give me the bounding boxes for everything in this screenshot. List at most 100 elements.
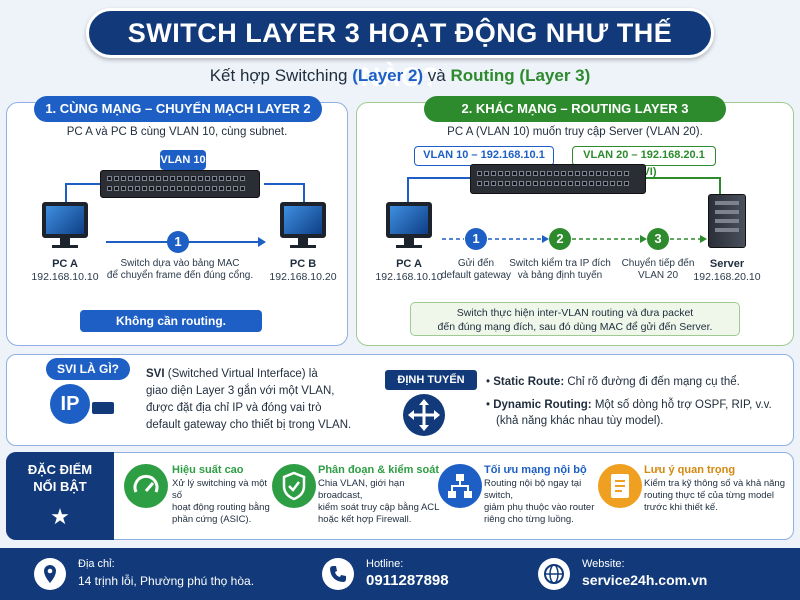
pc-a-ip: 192.168.10.10 [31, 271, 99, 283]
server-icon [708, 194, 746, 248]
subtitle-routing: Routing (Layer 3) [450, 66, 591, 85]
static-route-label: Static Route: [493, 376, 565, 388]
feature-4-desc-line-1: Kiểm tra kỹ thông số và khả năng [644, 478, 785, 489]
left-description: PC A và PC B cùng VLAN 10, cùng subnet. [66, 126, 288, 138]
feature-3-desc-line-3: riêng cho từng luồng. [484, 514, 574, 525]
pc-b-monitor-icon [280, 202, 326, 238]
summary-line-1: Switch thực hiện inter-VLAN routing và đ… [456, 307, 694, 319]
arrow-head-3 [700, 235, 707, 243]
feature-3-title: Tối ưu mạng nội bộ [484, 464, 587, 476]
static-route-text: Chỉ rõ đường đi đến mạng cụ thể. [564, 376, 740, 388]
hotline-label: Hotline: [366, 558, 404, 570]
shield-check-icon [272, 464, 316, 508]
left-step-line-1: Switch dựa vào bảng MAC [120, 258, 240, 269]
dynamic-routing-label: Dynamic Routing: [493, 399, 592, 411]
page-title: SWITCH LAYER 3 HOẠT ĐỘNG NHƯ THẾ NÀO? [86, 8, 714, 92]
feature-1-desc: Xử lý switching và một số hoạt động rout… [172, 478, 276, 526]
feature-1-desc-line-3: phần cứng (ASIC). [172, 514, 252, 525]
step-3-line-2: VLAN 20 [637, 270, 679, 281]
panel-heading-same-network: 1. CÙNG MẠNG – CHUYỂN MẠCH LAYER 2 [34, 96, 322, 122]
step-2-line-2: và bảng định tuyến [517, 270, 603, 281]
website-link[interactable]: service24h.com.vn [582, 572, 708, 588]
pc-a-right-ip: 192.168.10.10 [375, 271, 443, 283]
step-2-line-1: Switch kiểm tra IP đích [509, 258, 611, 269]
right-description: PC A (VLAN 10) muốn truy cập Server (VLA… [447, 126, 703, 138]
address-value: 14 trịnh lỗi, Phường phú thọ hòa. [78, 574, 255, 588]
subtitle-layer2: (Layer 2) [352, 66, 424, 85]
svi-desc-line-3: được đặt địa chỉ IP và đóng vai trò [146, 402, 322, 414]
pc-a-right-base [396, 245, 422, 248]
feature-4-desc-line-2: routing thực tế của từng model [644, 490, 774, 501]
svi-tag: SVI LÀ GÌ? [46, 358, 130, 380]
network-tree-icon [438, 464, 482, 508]
intervlan-summary: Switch thực hiện inter-VLAN routing và đ… [410, 302, 740, 336]
pc-a-right-monitor-icon [386, 202, 432, 238]
pc-b-base [290, 245, 316, 248]
link-pca-switch [65, 183, 102, 202]
network-port-icon [92, 402, 114, 414]
feature-1-desc-line-1: Xử lý switching và một số [172, 478, 268, 501]
hotline-value[interactable]: 0911287898 [366, 572, 449, 589]
features-label-line-2: NỔI BẬT [33, 479, 87, 494]
svi-desc-line-2: giao diện Layer 3 gắn với một VLAN, [146, 385, 335, 397]
feature-1-title: Hiệu suất cao [172, 464, 244, 476]
feature-3-desc: Routing nội bộ ngay tại switch, giảm phụ… [484, 478, 604, 526]
pc-a-stand [60, 238, 70, 245]
router-icon [403, 394, 445, 436]
feature-3-desc-line-1: Routing nội bộ ngay tại switch, [484, 478, 582, 501]
step-3-line-1: Chuyển tiếp đến [621, 258, 695, 269]
feature-2-title: Phân đoạn & kiểm soát [318, 464, 440, 476]
no-routing-badge: Không cần routing. [80, 310, 262, 332]
step-2-badge: 2 [549, 228, 571, 250]
features-label-line-1: ĐẶC ĐIỂM [27, 462, 93, 477]
arrow-head [258, 237, 266, 247]
summary-line-2: đến đúng mạng đích, sau đó dùng MAC để g… [437, 321, 713, 333]
pc-b-label: PC B [289, 258, 317, 270]
feature-2-desc-line-1: Chia VLAN, giới hạn broadcast, [318, 478, 405, 501]
pc-a-right-stand [404, 238, 414, 245]
feature-2-desc-line-3: hoặc kết hợp Firewall. [318, 514, 412, 525]
static-route-item: • Static Route: Chỉ rõ đường đi đến mạng… [486, 376, 740, 388]
location-pin-icon [34, 558, 66, 590]
pc-a-right-label: PC A [396, 258, 422, 270]
link-pca-switch-right [407, 177, 470, 202]
ip-icon: IP [50, 384, 90, 424]
right-connections [407, 177, 721, 243]
vlan10-tag: VLAN 10 [160, 150, 206, 170]
pc-a-label: PC A [52, 258, 78, 270]
switch-ports-top-right [477, 171, 629, 176]
phone-icon [322, 558, 354, 590]
subtitle-mid: và [423, 66, 451, 85]
arrow-head-2 [640, 235, 647, 243]
step-3-badge: 3 [647, 228, 669, 250]
dynamic-routing-text: Một số dòng hỗ trợ OSPF, RIP, v.v. [591, 399, 772, 411]
switch-left [100, 170, 260, 198]
feature-2-desc: Chia VLAN, giới hạn broadcast, kiểm soát… [318, 478, 448, 526]
svi-description: SVI (Switched Virtual Interface) là giao… [146, 366, 360, 434]
step-1-line-1: Gửi đến [457, 258, 495, 269]
speedometer-icon [124, 464, 168, 508]
pc-a-monitor-icon [42, 202, 88, 238]
svi-desc-line-1: (Switched Virtual Interface) là [164, 368, 318, 380]
left-step-line-2: để chuyển frame đến đúng cổng. [106, 270, 254, 281]
address-label: Địa chỉ: [78, 558, 115, 570]
switch-l3-right [470, 164, 646, 194]
link-switch-server [646, 177, 721, 194]
globe-icon [538, 558, 570, 590]
feature-1-desc-line-2: hoạt động routing bằng [172, 502, 270, 513]
switch-ports-bottom [107, 186, 245, 191]
panel-heading-different-network: 2. KHÁC MẠNG – ROUTING LAYER 3 [424, 96, 726, 122]
step-1-badge: 1 [465, 228, 487, 250]
switch-ports-top [107, 176, 245, 181]
svi-desc-line-4: default gateway cho thiết bị trong VLAN. [146, 419, 352, 431]
pc-b-ip: 192.168.10.20 [269, 271, 337, 283]
subtitle-prefix: Kết hợp Switching [209, 66, 353, 85]
feature-4-title: Lưu ý quan trọng [644, 464, 736, 476]
svi-routing-section [6, 354, 794, 446]
server-ip: 192.168.20.10 [693, 271, 761, 283]
dynamic-routing-item: • Dynamic Routing: Một số dòng hỗ trợ OS… [486, 399, 772, 411]
pc-b-stand [298, 238, 308, 245]
feature-3-desc-line-2: giảm phụ thuộc vào router [484, 502, 595, 513]
footer [0, 548, 800, 600]
checklist-icon [598, 464, 642, 508]
